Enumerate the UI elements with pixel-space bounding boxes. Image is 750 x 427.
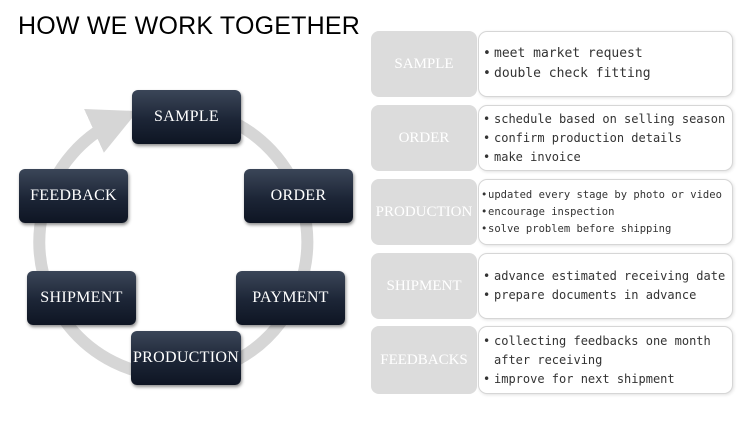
step-row-order: ORDER •schedule based on selling season …: [371, 105, 733, 171]
cycle-node-sample: SAMPLE: [132, 90, 241, 144]
list-item: •updated every stage by photo or video: [481, 188, 722, 201]
step-detail: •updated every stage by photo or video •…: [478, 179, 733, 245]
cycle-node-payment: PAYMENT: [236, 271, 345, 325]
step-label: ORDER: [371, 105, 477, 171]
step-label: PRODUCTION: [371, 179, 477, 245]
step-row-shipment: SHIPMENT •advance estimated receiving da…: [371, 253, 733, 319]
list-item: •collecting feedbacks one month after re…: [483, 333, 711, 367]
list-item: •advance estimated receiving date: [483, 269, 726, 283]
list-item: •prepare documents in advance: [483, 288, 697, 302]
cycle-node-production: PRODUCTION: [131, 331, 241, 385]
list-item: •confirm production details: [483, 130, 682, 145]
list-item: •meet market request: [483, 46, 643, 61]
list-item: •schedule based on selling season: [483, 111, 726, 126]
step-detail: •meet market request •double check fitti…: [478, 31, 733, 97]
cycle-node-feedback: FEEDBACK: [19, 169, 128, 223]
list-item: •solve problem before shipping: [481, 222, 672, 235]
step-label: SAMPLE: [371, 31, 477, 97]
step-detail: •collecting feedbacks one month after re…: [478, 326, 733, 394]
list-item: •double check fitting: [483, 66, 651, 81]
list-item: •encourage inspection: [481, 205, 615, 218]
step-row-sample: SAMPLE •meet market request •double chec…: [371, 31, 733, 97]
step-row-feedbacks: FEEDBACKS •collecting feedbacks one mont…: [371, 326, 733, 394]
step-row-production: PRODUCTION •updated every stage by photo…: [371, 179, 733, 245]
page-title: HOW WE WORK TOGETHER: [18, 12, 360, 40]
step-detail: •schedule based on selling season •confi…: [478, 105, 733, 171]
list-item: •make invoice: [483, 149, 581, 164]
cycle-node-order: ORDER: [244, 169, 353, 223]
step-detail: •advance estimated receiving date •prepa…: [478, 253, 733, 319]
cycle-node-shipment: SHIPMENT: [27, 271, 136, 325]
step-label: FEEDBACKS: [371, 326, 477, 394]
list-item: •improve for next shipment: [483, 371, 675, 386]
step-label: SHIPMENT: [371, 253, 477, 319]
